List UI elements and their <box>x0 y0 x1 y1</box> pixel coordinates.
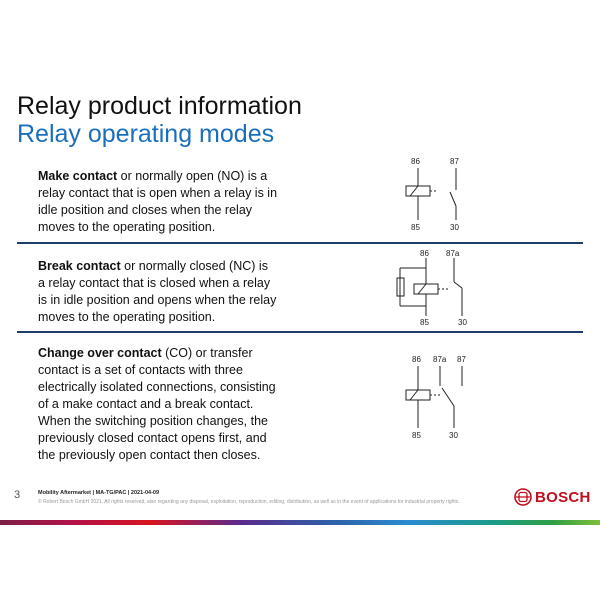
brand-color-bar <box>0 520 600 525</box>
break-contact-diagram: 86 87a 85 30 <box>396 249 467 327</box>
brand-name: BOSCH <box>535 488 591 506</box>
make-contact-diagram: 86 87 85 30 <box>405 157 459 232</box>
terminal-label: 86 <box>411 157 420 166</box>
terminal-label: 86 <box>412 355 421 364</box>
terminal-label: 87 <box>450 157 459 166</box>
terminal-label: 87a <box>446 249 460 258</box>
terminal-label: 30 <box>450 223 459 232</box>
make-contact-text: or normally open (NO) is a relay contact… <box>38 169 278 234</box>
terminal-label: 87 <box>457 355 466 364</box>
terminal-label: 86 <box>420 249 429 258</box>
terminal-label: 30 <box>449 431 458 440</box>
footer-copyright: © Robert Bosch GmbH 2021. All rights res… <box>38 499 460 505</box>
changeover-contact-diagram: 86 87a 87 85 30 <box>405 355 466 440</box>
terminal-label: 85 <box>412 431 421 440</box>
changeover-contact-text: (CO) or transfer contact is a set of con… <box>38 346 276 462</box>
break-contact-term: Break contact <box>38 259 121 273</box>
slide-title: Relay product information <box>17 92 302 120</box>
terminal-label: 85 <box>411 223 420 232</box>
terminal-label: 87a <box>433 355 447 364</box>
changeover-contact-section: Change over contact (CO) or transfer con… <box>38 345 278 464</box>
divider <box>17 331 583 333</box>
divider <box>17 242 583 244</box>
changeover-contact-term: Change over contact <box>38 346 162 360</box>
bosch-logo: BOSCH <box>514 488 591 506</box>
bosch-armature-icon <box>514 488 532 506</box>
break-contact-text: or normally closed (NC) is a relay conta… <box>38 259 277 324</box>
footer-info: Mobility Aftermarket | MA-TG/PAC | 2021-… <box>38 490 160 496</box>
terminal-label: 30 <box>458 318 467 327</box>
page-number: 3 <box>14 489 21 501</box>
make-contact-section: Make contact or normally open (NO) is a … <box>38 168 278 236</box>
slide-subtitle: Relay operating modes <box>17 120 275 148</box>
make-contact-term: Make contact <box>38 169 118 183</box>
terminal-label: 85 <box>420 318 429 327</box>
break-contact-section: Break contact or normally closed (NC) is… <box>38 258 278 326</box>
